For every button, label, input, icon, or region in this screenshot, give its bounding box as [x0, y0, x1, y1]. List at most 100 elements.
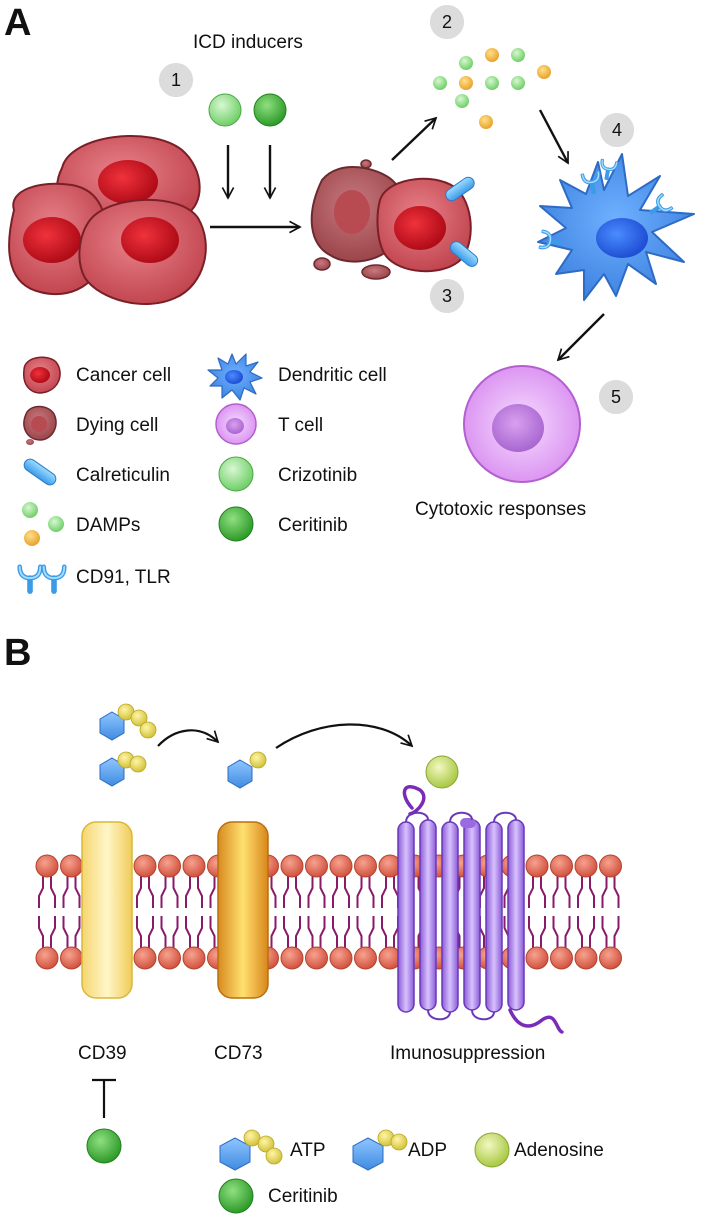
- lipid-tail: [332, 876, 350, 948]
- lipid-head: [182, 854, 206, 878]
- cd73-label: CD73: [214, 1043, 263, 1064]
- lipid-head: [329, 854, 353, 878]
- step-5-label: 5: [599, 380, 633, 414]
- lipid-head: [35, 854, 59, 878]
- step-4-label: 4: [600, 113, 634, 147]
- lipid-head: [158, 946, 181, 970]
- legend-cd91-tlr-label: CD91, TLR: [76, 567, 171, 588]
- lipid-head: [280, 854, 304, 878]
- legend-t-cell-label: T cell: [278, 415, 324, 436]
- panel-a: [8, 5, 695, 591]
- arrow-cd73-step: [275, 723, 414, 749]
- arrow-to-dendritic: [538, 109, 570, 165]
- panel-b-letter: B: [4, 632, 32, 674]
- cytotoxic-responses-label: Cytotoxic responses: [415, 499, 587, 520]
- adp-molecule: [99, 751, 147, 787]
- arrow-cd39-step: [157, 729, 220, 747]
- legend-cancer-cell-label: Cancer cell: [76, 365, 172, 386]
- lipid-head: [133, 854, 157, 878]
- lipid-head: [305, 854, 328, 878]
- legend-dendritic-cell-icon: [207, 353, 263, 401]
- lipid-head: [182, 946, 206, 970]
- legend-ceritinib-label: Ceritinib: [278, 515, 348, 536]
- adenosine-receptor: [397, 785, 564, 1034]
- lipid-head: [354, 946, 377, 970]
- adenosine-molecule: [425, 755, 459, 789]
- ceritinib-icon: [253, 93, 287, 127]
- arrow-to-damps: [391, 116, 438, 161]
- cd39-enzyme: [81, 821, 133, 999]
- crizotinib-icon: [208, 93, 242, 127]
- step-3-label: 3: [430, 279, 464, 313]
- legend-crizotinib-icon: [218, 456, 254, 492]
- lipid-head: [599, 854, 622, 878]
- legend-damps-label: DAMPs: [76, 515, 141, 536]
- ceritinib-inhibitor-icon: [86, 1128, 122, 1164]
- calreticulin-bottom: [449, 241, 479, 267]
- lipid-head: [158, 854, 181, 878]
- legend-dendritic-cell-label: Dendritic cell: [278, 365, 387, 386]
- lipid-head: [525, 854, 549, 878]
- lipid-tail: [160, 876, 179, 948]
- lipid-head: [305, 946, 328, 970]
- lipid-head: [60, 854, 83, 878]
- legend-calreticulin-label: Calreticulin: [76, 465, 170, 486]
- legend-ceritinib-icon: [218, 506, 254, 542]
- lipid-tail: [62, 876, 81, 948]
- lipid-tail: [552, 876, 571, 948]
- imunosuppression-label: Imunosuppression: [390, 1043, 546, 1064]
- legend-damps-icon: [22, 502, 64, 546]
- legend-dying-cell-label: Dying cell: [76, 415, 159, 436]
- legend-ceritinib-b-icon: [218, 1178, 254, 1214]
- legend-adenosine-icon: [474, 1132, 510, 1168]
- lipid-head: [550, 946, 573, 970]
- atp-molecule: [99, 703, 157, 741]
- lipid-head: [574, 946, 598, 970]
- lipid-head: [329, 946, 353, 970]
- lipid-tail: [381, 876, 399, 948]
- lipid-head: [133, 946, 157, 970]
- legend-atp-icon: [219, 1129, 283, 1171]
- legend-crizotinib-label: Crizotinib: [278, 465, 358, 486]
- lipid-tail: [38, 876, 56, 948]
- lipid-tail: [185, 876, 203, 948]
- calreticulin-top: [445, 176, 475, 202]
- t-cell: [463, 365, 581, 483]
- dying-cell-group: [310, 159, 479, 280]
- lipid-head: [60, 946, 83, 970]
- lipid-head: [599, 946, 622, 970]
- dendritic-cell: [537, 153, 695, 301]
- legend-adp-icon: [352, 1129, 408, 1171]
- legend-adp-label: ADP: [408, 1140, 448, 1161]
- lipid-head: [35, 946, 59, 970]
- legend-a-icons: [20, 353, 263, 591]
- legend-calreticulin-icon: [23, 458, 57, 486]
- lipid-tail: [356, 876, 375, 948]
- damps-cluster: [433, 48, 551, 129]
- lipid-tail: [601, 876, 620, 948]
- panel-a-letter: A: [4, 2, 32, 44]
- cd73-enzyme: [217, 821, 269, 999]
- arrow-to-t-cell: [556, 313, 605, 362]
- lipid-head: [525, 946, 549, 970]
- lipid-head: [354, 854, 377, 878]
- lipid-head: [550, 854, 573, 878]
- lipid-tail: [136, 876, 154, 948]
- step-2-label: 2: [430, 5, 464, 39]
- lipid-tail: [283, 876, 301, 948]
- icd-inducers-label: ICD inducers: [193, 32, 303, 53]
- legend-t-cell-icon: [215, 403, 257, 445]
- lipid-head: [574, 854, 598, 878]
- legend-ceritinib-b-label: Ceritinib: [268, 1186, 338, 1207]
- legend-atp-label: ATP: [290, 1140, 326, 1161]
- lipid-head: [280, 946, 304, 970]
- legend-adenosine-label: Adenosine: [514, 1140, 604, 1161]
- panel-b: [35, 703, 622, 1214]
- legend-cd91-tlr-icon: [20, 567, 65, 591]
- step-1-label: 1: [159, 63, 193, 97]
- lipid-tail: [307, 876, 326, 948]
- amp-molecule: [227, 751, 267, 789]
- cd39-label: CD39: [78, 1043, 127, 1064]
- lipid-tail: [528, 876, 546, 948]
